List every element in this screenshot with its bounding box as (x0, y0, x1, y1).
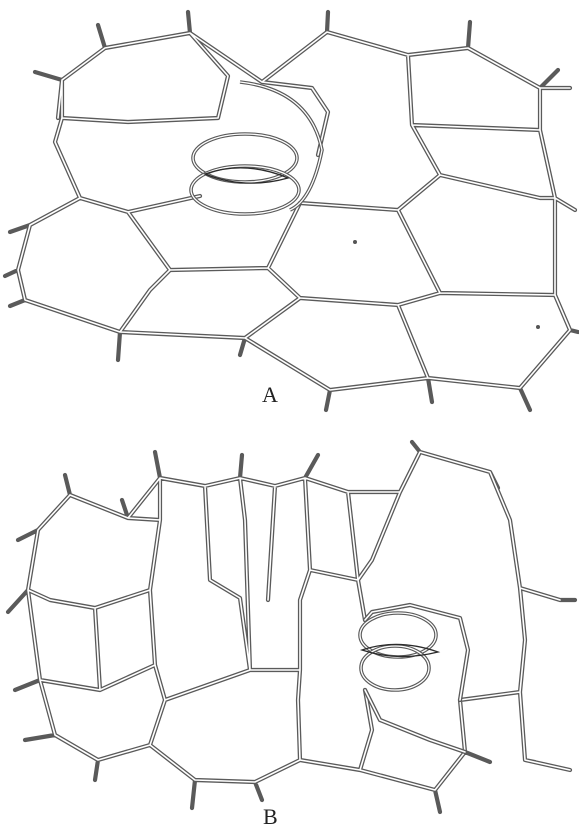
panel-b-stoma (360, 605, 468, 752)
panel-b-label: B (263, 804, 279, 830)
panel-a-label: A (262, 382, 279, 408)
panel-b-cell-walls (8, 442, 575, 812)
